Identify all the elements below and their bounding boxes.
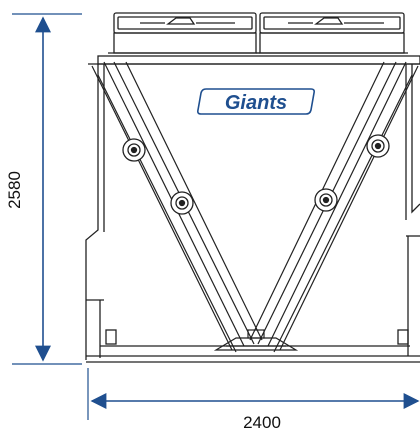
coil-junction	[213, 329, 299, 351]
logo-text: Giants	[225, 92, 287, 114]
connector-left-upper	[122, 138, 146, 162]
connector-right-upper	[366, 134, 390, 158]
connector-left-lower	[170, 191, 194, 215]
giants-logo: Giants	[197, 88, 315, 115]
connector-right-lower	[314, 188, 338, 212]
fan-right	[256, 12, 408, 54]
height-dimension: 2580	[5, 13, 82, 365]
fan-left	[108, 12, 260, 54]
height-label: 2580	[5, 171, 24, 209]
width-label: 2400	[243, 413, 281, 432]
width-dimension: 2400	[87, 368, 420, 432]
